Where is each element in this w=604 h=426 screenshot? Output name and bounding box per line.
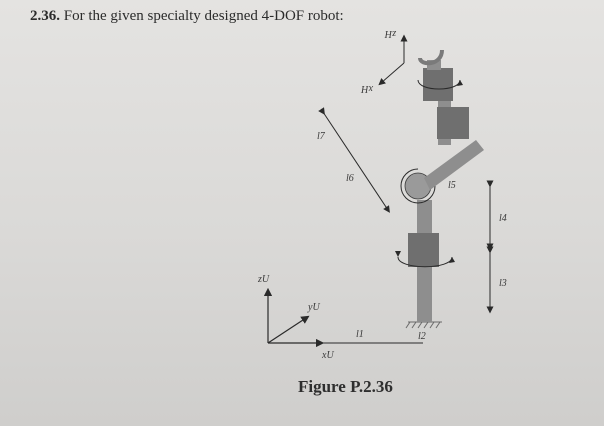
zh-label: zH xyxy=(384,28,397,39)
xh-axis xyxy=(378,62,405,86)
l5-label: l5 xyxy=(448,180,456,191)
gripper-jaw xyxy=(418,49,444,66)
yu-label: yU xyxy=(307,302,320,313)
universe-frame: zU yU xU l1 xyxy=(257,274,423,361)
robot-lower-arm xyxy=(395,200,455,322)
upper-link xyxy=(424,140,484,190)
joint-box-1 xyxy=(408,233,439,267)
dimension-l4-l3: l5 l4 l3 xyxy=(448,180,507,314)
caption-id: P.2.36 xyxy=(350,377,393,396)
yu-axis xyxy=(267,315,310,344)
gripper-base xyxy=(427,60,441,70)
zu-label: zU xyxy=(257,274,270,285)
l2-label: l2 xyxy=(418,331,426,342)
xu-label: xU xyxy=(321,350,334,361)
l6-label: l6 xyxy=(346,173,354,184)
joint-box-4 xyxy=(423,68,453,101)
joint-box-3 xyxy=(437,107,469,139)
hand-frame: zH xH xyxy=(361,28,408,94)
problem-text: For the given specialty designed 4-DOF r… xyxy=(63,8,344,24)
dimension-l7-l6: l7 l6 xyxy=(317,107,390,213)
l1-label: l1 xyxy=(356,329,364,340)
robot-upper-arm xyxy=(417,49,484,190)
ground-hatch xyxy=(405,321,442,329)
l3-label: l3 xyxy=(499,278,507,289)
l7-label: l7 xyxy=(317,131,326,142)
problem-heading: 2.36. For the given specialty designed 4… xyxy=(30,8,344,25)
caption-word: Figure xyxy=(298,377,346,396)
problem-number: 2.36. xyxy=(30,8,60,24)
l4-label: l4 xyxy=(499,213,507,224)
figure-caption: Figure P.2.36 xyxy=(298,377,393,397)
xh-label: xH xyxy=(361,83,374,94)
